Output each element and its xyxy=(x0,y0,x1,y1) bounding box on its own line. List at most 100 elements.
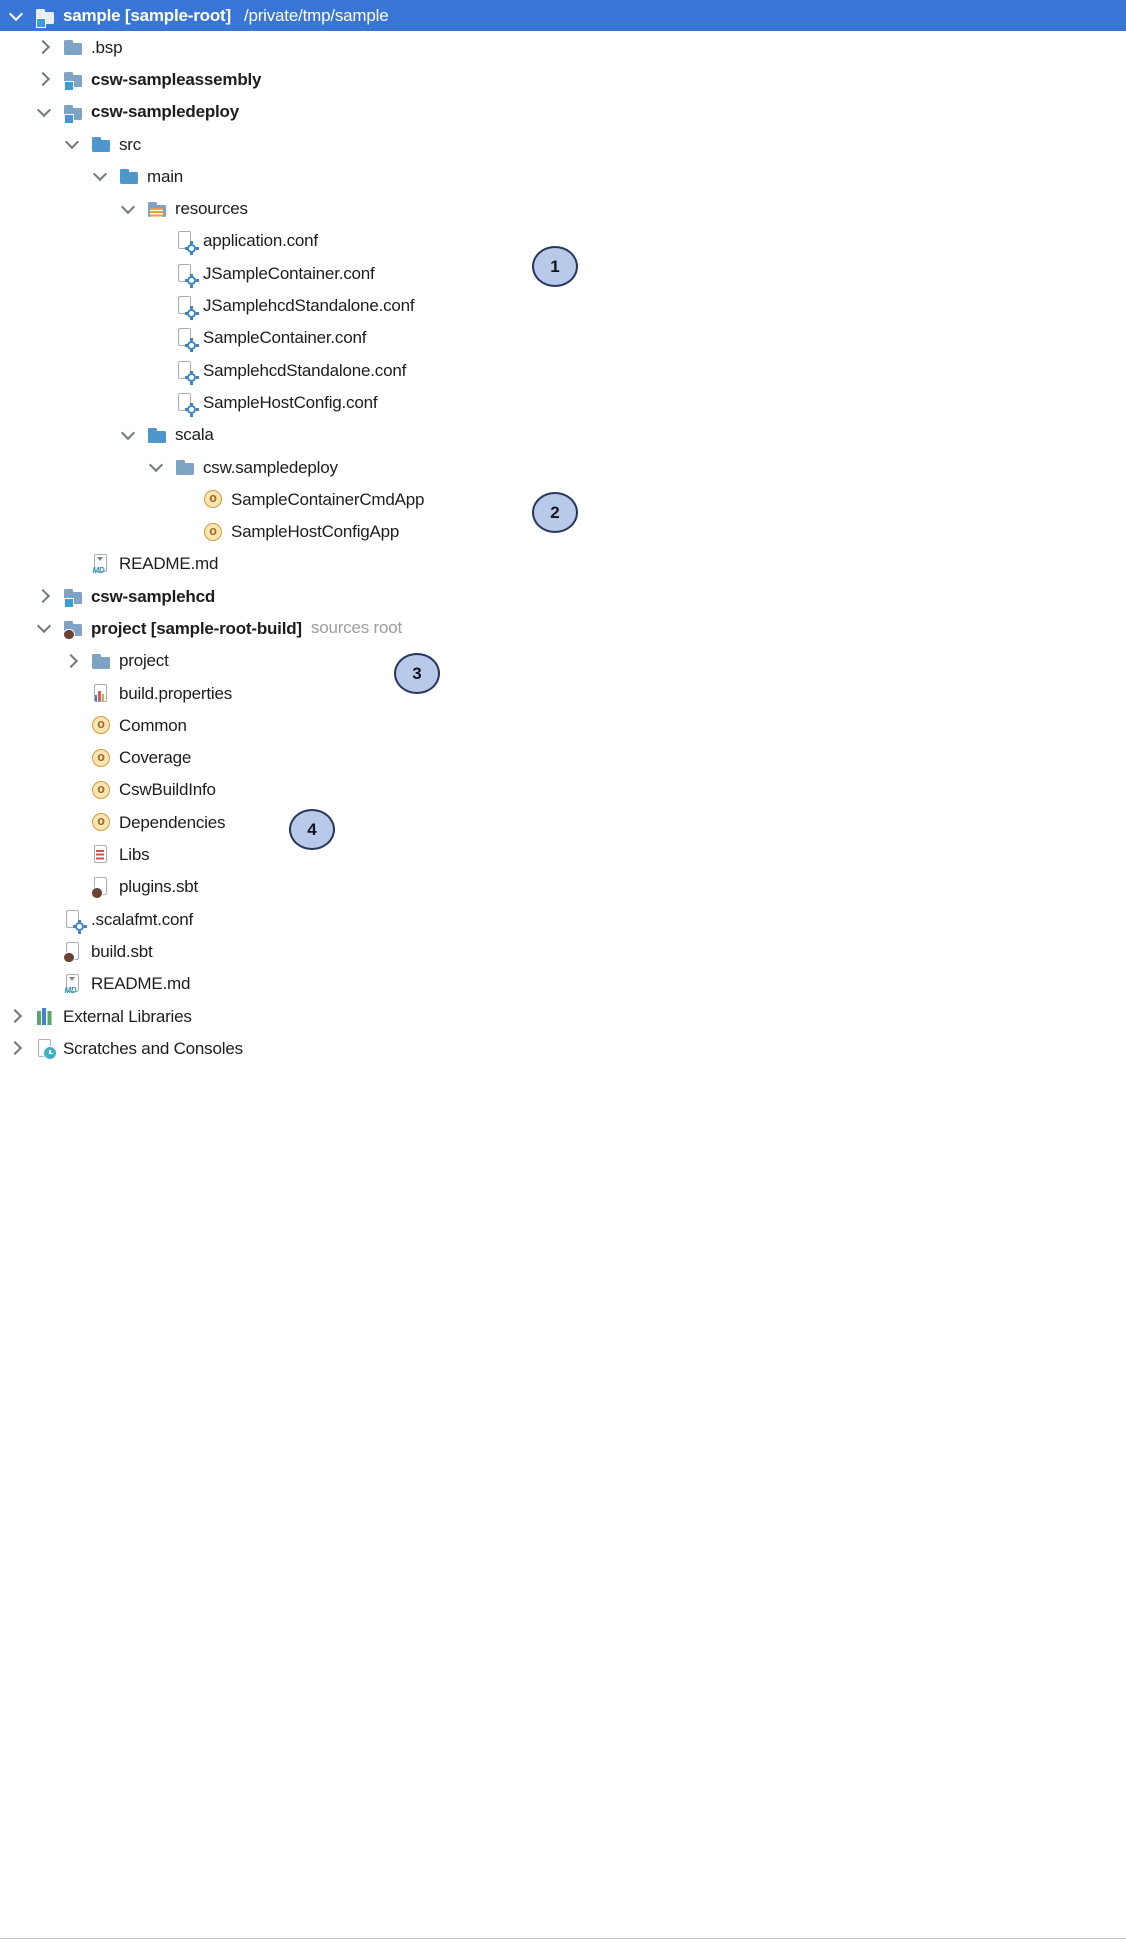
tree-row[interactable]: plugins.sbt xyxy=(0,871,1126,903)
tree-row[interactable]: JSamplehcdStandalone.conf xyxy=(0,289,1126,321)
tree-row[interactable]: src xyxy=(0,128,1126,160)
indent-spacer xyxy=(36,973,62,995)
scala-file-icon xyxy=(90,844,112,866)
tree-item-label: Coverage xyxy=(119,748,192,768)
tree-item-label: README.md xyxy=(119,554,219,574)
gear-icon xyxy=(184,370,196,383)
tree-row[interactable]: Common xyxy=(0,709,1126,741)
chevron-down-icon[interactable] xyxy=(64,133,90,155)
tree-row-scratches[interactable]: Scratches and Consoles xyxy=(0,1032,1126,1064)
tree-item-label: SampleHostConfigApp xyxy=(231,522,400,542)
tree-item-label: application.conf xyxy=(203,231,318,251)
tree-row[interactable]: Dependencies xyxy=(0,806,1126,838)
chevron-right-icon[interactable] xyxy=(63,650,90,672)
tree-item-label: JSampleContainer.conf xyxy=(203,263,375,283)
indent-spacer xyxy=(148,230,174,252)
sbt-file-icon xyxy=(62,940,84,964)
chevron-down-icon[interactable] xyxy=(36,617,62,639)
project-tree-panel: sample [sample-root] /private/tmp/sample… xyxy=(0,0,1126,1065)
tree-row[interactable]: CswBuildInfo xyxy=(0,774,1126,806)
tree-row[interactable]: SamplehcdStandalone.conf xyxy=(0,354,1126,386)
chevron-right-icon[interactable] xyxy=(35,36,62,58)
folder-icon xyxy=(118,165,140,187)
sbt-badge-icon xyxy=(63,951,75,964)
tree-item-label: scala xyxy=(175,425,214,445)
chevron-down-icon[interactable] xyxy=(120,424,146,446)
scala-object-icon xyxy=(90,811,112,833)
config-file-icon xyxy=(174,295,196,318)
tree-item-label: resources xyxy=(175,199,248,219)
source-folder-icon xyxy=(146,424,168,446)
chevron-right-icon[interactable] xyxy=(7,1005,34,1027)
tree-row[interactable]: csw-samplehcd xyxy=(0,580,1126,612)
scratches-icon xyxy=(34,1037,57,1061)
tree-row[interactable]: JSampleContainer.conf xyxy=(0,257,1126,289)
chevron-down-icon[interactable] xyxy=(8,5,34,27)
tree-row[interactable]: project [sample-root-build] sources root xyxy=(0,612,1126,644)
folder-icon xyxy=(62,36,84,58)
sbt-module-folder-icon xyxy=(62,617,84,641)
tree-item-label: project [sample-root-build] xyxy=(91,618,302,638)
callout-2: 2 xyxy=(532,492,578,533)
tree-row[interactable]: Libs xyxy=(0,838,1126,870)
config-file-icon xyxy=(174,230,196,253)
tree-item-label: project xyxy=(119,651,169,671)
tree-item-label: SampleContainerCmdApp xyxy=(231,489,425,509)
tree-row[interactable]: SampleHostConfigApp xyxy=(0,515,1126,547)
chevron-right-icon[interactable] xyxy=(35,68,62,90)
sbt-badge-icon xyxy=(91,887,103,899)
chevron-right-icon[interactable] xyxy=(7,1037,34,1059)
config-file-icon xyxy=(174,262,196,286)
scala-object-icon xyxy=(202,521,224,543)
module-folder-icon xyxy=(34,5,56,28)
project-root-name: sample [sample-root] xyxy=(63,6,231,25)
tree-row-root-selected[interactable]: sample [sample-root] /private/tmp/sample xyxy=(0,0,1126,31)
callout-4: 4 xyxy=(289,809,335,850)
chevron-down-icon[interactable] xyxy=(148,456,174,478)
indent-spacer xyxy=(148,262,174,284)
chevron-down-icon[interactable] xyxy=(120,198,146,220)
tree-row[interactable]: README.md xyxy=(0,548,1126,580)
tree-row[interactable]: scala xyxy=(0,419,1126,451)
tree-row[interactable]: csw-sampledeploy xyxy=(0,96,1126,128)
bars-badge-icon xyxy=(94,691,103,702)
tree-item-label: SampleContainer.conf xyxy=(203,328,367,348)
tree-row[interactable]: README.md xyxy=(0,968,1126,1000)
tree-item-label: csw.sampledeploy xyxy=(203,457,338,477)
indent-spacer xyxy=(64,844,90,866)
tree-row[interactable]: SampleContainerCmdApp xyxy=(0,483,1126,515)
tree-row[interactable]: .scalafmt.conf xyxy=(0,903,1126,935)
tree-item-label: CswBuildInfo xyxy=(119,780,216,800)
tree-row[interactable]: SampleHostConfig.conf xyxy=(0,386,1126,418)
tree-row[interactable]: build.properties xyxy=(0,677,1126,709)
gear-icon xyxy=(184,306,196,318)
tree-item-label: build.properties xyxy=(119,683,233,703)
gear-icon xyxy=(72,919,84,932)
project-root-path: /private/tmp/sample xyxy=(243,5,389,25)
module-badge-icon xyxy=(64,81,74,92)
chevron-down-icon[interactable] xyxy=(92,165,118,187)
indent-spacer xyxy=(148,391,174,413)
tree-item-label: csw-samplehcd xyxy=(91,586,216,606)
tree-row[interactable]: Coverage xyxy=(0,742,1126,774)
tree-row[interactable]: main xyxy=(0,160,1126,192)
tree-row[interactable]: project xyxy=(0,645,1126,677)
module-badge-icon xyxy=(36,17,46,28)
indent-spacer xyxy=(176,488,202,510)
tree-row[interactable]: SampleContainer.conf xyxy=(0,322,1126,354)
tree-row[interactable]: .bsp xyxy=(0,31,1126,63)
tree-row[interactable]: csw-sampleassembly xyxy=(0,63,1126,95)
sbt-file-icon xyxy=(90,876,112,899)
config-file-icon xyxy=(174,327,196,350)
tree-row[interactable]: resources xyxy=(0,192,1126,224)
tree-row[interactable]: application.conf xyxy=(0,225,1126,257)
tree-row[interactable]: build.sbt xyxy=(0,935,1126,967)
indent-spacer xyxy=(64,682,90,704)
scala-object-icon xyxy=(90,747,112,769)
chevron-down-icon[interactable] xyxy=(36,101,62,123)
tree-row-external-libraries[interactable]: External Libraries xyxy=(0,1000,1126,1032)
config-file-icon xyxy=(174,359,196,383)
tree-row[interactable]: csw.sampledeploy xyxy=(0,451,1126,483)
indent-spacer xyxy=(148,359,174,381)
chevron-right-icon[interactable] xyxy=(35,585,62,607)
